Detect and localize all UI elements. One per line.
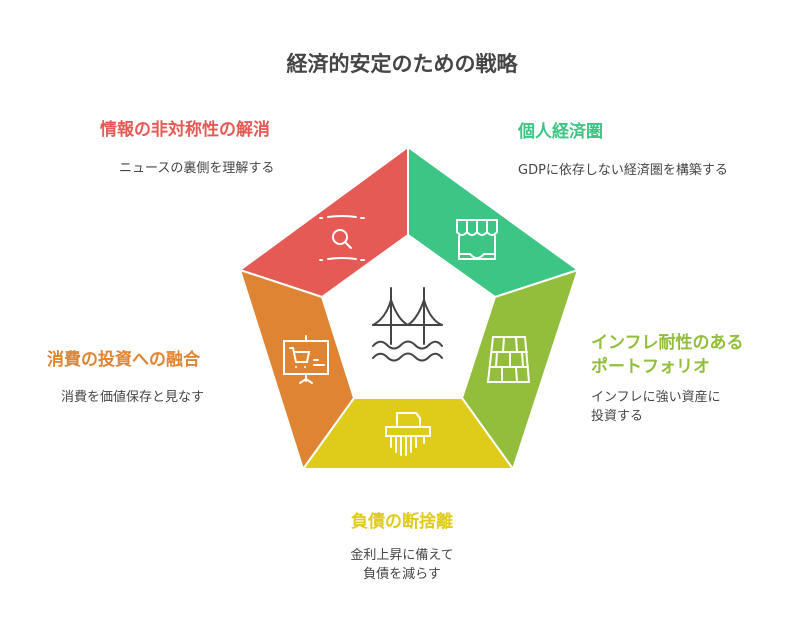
shopping-presentation-icon xyxy=(283,335,329,384)
description-personal-economy: GDPに依存しない経済圏を構築する xyxy=(518,163,728,178)
description-line-2: 負債を減らす xyxy=(363,567,441,582)
bridge-icon xyxy=(372,287,443,362)
description-line-1: 金利上昇に備えて xyxy=(350,548,454,563)
brick-wall-icon xyxy=(486,336,531,383)
heading-debt: 負債の断捨離 xyxy=(351,512,453,532)
heading-inflation-portfolio: インフレ耐性のある ポートフォリオ xyxy=(591,331,744,379)
page-title: 経済的安定のための戦略 xyxy=(286,52,518,76)
heading-line-2: ポートフォリオ xyxy=(591,357,710,377)
description-inflation-portfolio: インフレに強い資産に 投資する xyxy=(591,388,721,426)
storefront-icon xyxy=(456,219,498,260)
description-information: ニュースの裏側を理解する xyxy=(119,161,275,176)
description-line-2: 投資する xyxy=(591,409,644,424)
segment-consumption xyxy=(239,269,355,470)
magnifier-icon xyxy=(319,215,365,261)
description-consumption: 消費を価値保存と見なす xyxy=(61,390,205,405)
shredder-icon xyxy=(385,412,431,456)
description-debt: 金利上昇に備えて 負債を減らす xyxy=(0,546,804,584)
heading-information: 情報の非対称性の解消 xyxy=(100,120,270,140)
heading-line-1: インフレ耐性のある xyxy=(591,333,744,353)
description-line-1: インフレに強い資産に xyxy=(591,390,721,405)
heading-consumption: 消費の投資への融合 xyxy=(47,350,200,370)
heading-personal-economy: 個人経済圏 xyxy=(518,122,603,142)
